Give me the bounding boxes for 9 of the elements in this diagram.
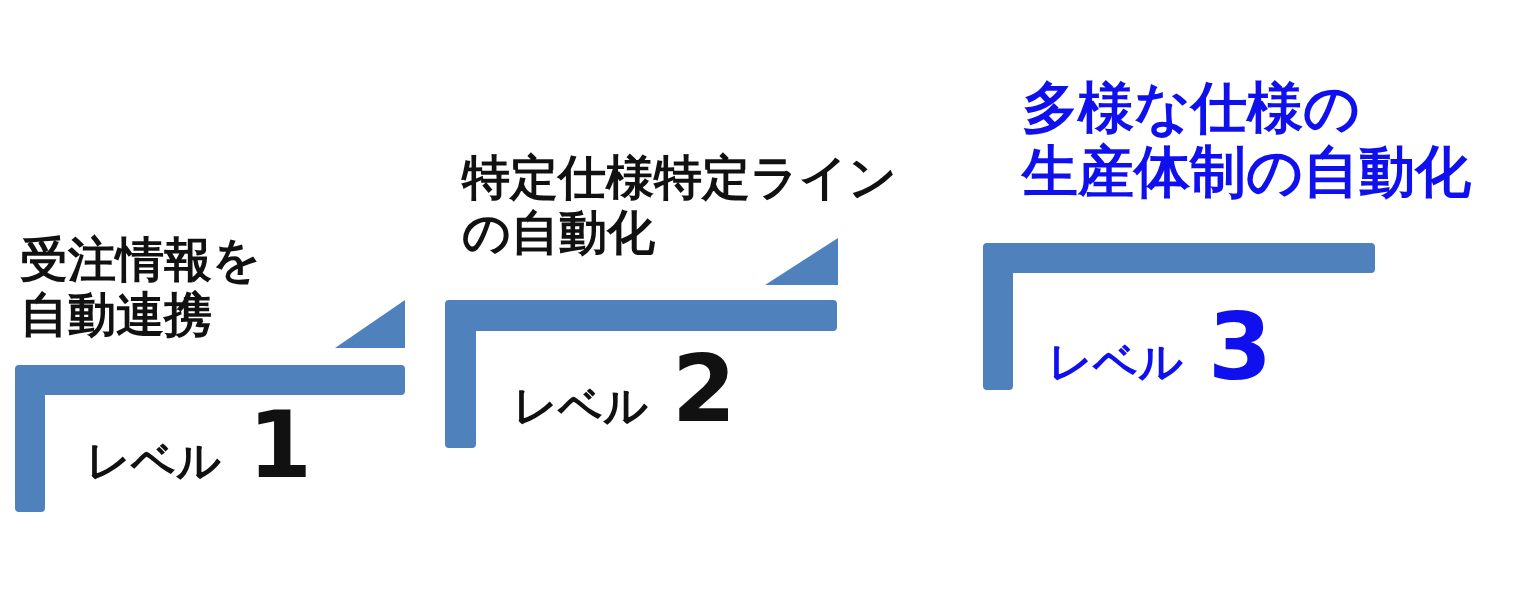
level-label: レベル: [513, 381, 648, 432]
step-heading: 多様な仕様の生産体制の自動化: [1022, 76, 1471, 205]
level-number: 2: [672, 344, 736, 436]
level-label: レベル: [86, 436, 221, 487]
level-number: 3: [1208, 302, 1272, 394]
step-heading: 受注情報を自動連携: [20, 232, 261, 343]
level-number: 1: [248, 400, 312, 492]
step-heading: 特定仕様特定ラインの自動化: [462, 150, 897, 261]
level-label: レベル: [1048, 337, 1183, 388]
